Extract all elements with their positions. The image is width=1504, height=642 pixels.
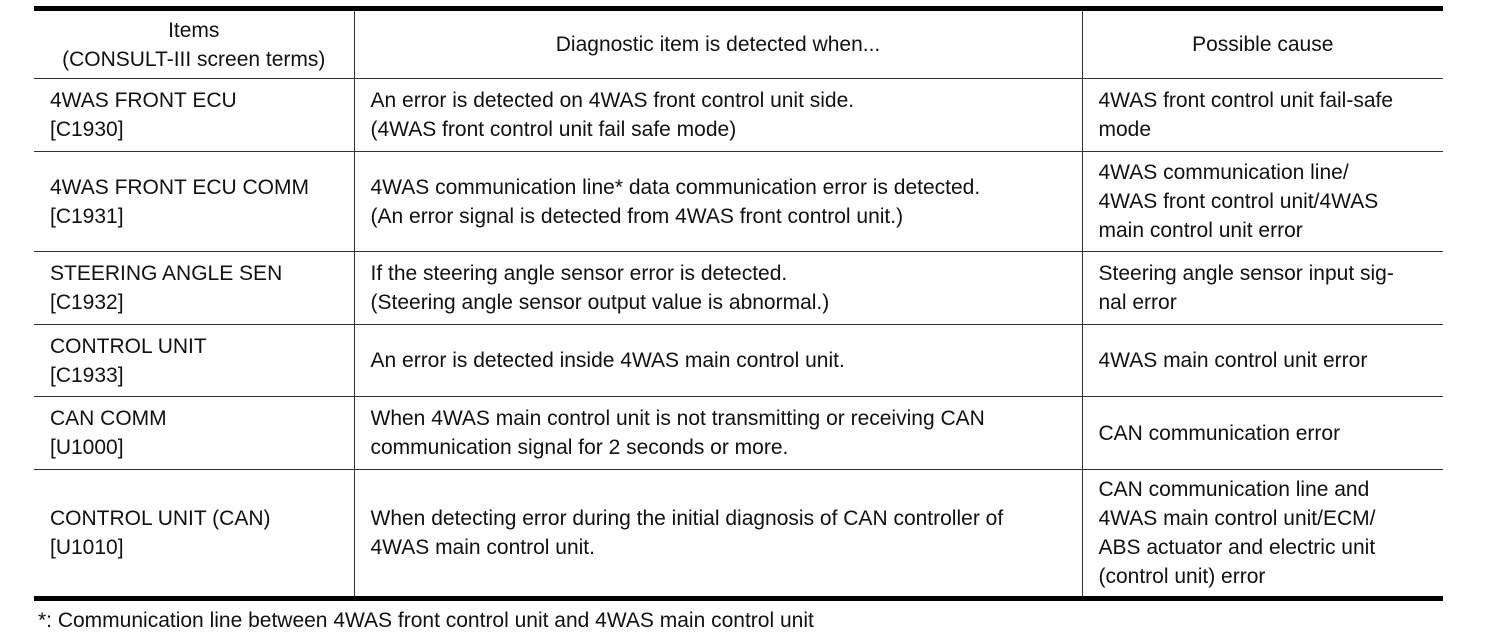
item-name: 4WAS FRONT ECU <box>50 89 237 112</box>
cause-cell: 4WAS communication line/ 4WAS front cont… <box>1081 151 1443 252</box>
detected-line: 4WAS main control unit. <box>370 536 595 559</box>
item-code: [C1931] <box>50 204 124 228</box>
item-cell: CAN COMM [U1000] <box>34 396 355 470</box>
dtc-document: Items (CONSULT-III screen terms) Diagnos… <box>34 6 1443 601</box>
cause-line: 4WAS front control unit fail-safe <box>1098 89 1394 112</box>
cause-line: 4WAS communication line/ <box>1098 161 1349 184</box>
header-cause: Possible cause <box>1081 8 1443 79</box>
item-cell: 4WAS FRONT ECU COMM [C1931] <box>34 151 355 252</box>
detected-line: (Steering angle sensor output value is a… <box>370 291 830 314</box>
cause-line: (control unit) error <box>1098 565 1266 588</box>
table-row: CAN COMM [U1000] When 4WAS main control … <box>34 396 1443 470</box>
cause-line: 4WAS main control unit/ECM/ <box>1098 507 1376 530</box>
detected-line: When detecting error during the initial … <box>370 507 1004 530</box>
item-code: [C1933] <box>50 363 124 387</box>
table-row: STEERING ANGLE SEN [C1932] If the steeri… <box>34 251 1443 325</box>
detected-line: communication signal for 2 seconds or mo… <box>370 436 789 459</box>
detected-line: (An error signal is detected from 4WAS f… <box>370 204 904 228</box>
table-row: 4WAS FRONT ECU [C1930] An error is detec… <box>34 78 1443 152</box>
cause-line: 4WAS main control unit error <box>1098 349 1368 372</box>
header-detected: Diagnostic item is detected when... <box>353 8 1083 79</box>
footnote: *: Communication line between 4WAS front… <box>38 609 814 632</box>
item-cell: CONTROL UNIT [C1933] <box>34 324 355 397</box>
cause-line: CAN communication error <box>1098 421 1341 445</box>
item-code: [C1930] <box>50 118 124 141</box>
item-name: STEERING ANGLE SEN <box>50 262 283 285</box>
item-name: 4WAS FRONT ECU COMM <box>50 175 310 199</box>
table-row: CONTROL UNIT (CAN) [U1010] When detectin… <box>34 469 1443 599</box>
detected-line: An error is detected on 4WAS front contr… <box>370 89 855 112</box>
header-items-subtitle: (CONSULT-III screen terms) <box>62 47 326 71</box>
cause-line: main control unit error <box>1098 219 1303 242</box>
detected-cell: When 4WAS main control unit is not trans… <box>353 396 1083 470</box>
cause-cell: 4WAS front control unit fail-safe mode <box>1081 78 1443 152</box>
cause-line: Steering angle sensor input sig- <box>1098 262 1394 285</box>
item-cell: 4WAS FRONT ECU [C1930] <box>34 78 355 152</box>
item-cell: STEERING ANGLE SEN [C1932] <box>34 251 355 325</box>
item-name: CAN COMM <box>50 407 167 430</box>
detected-cell: When detecting error during the initial … <box>353 469 1083 599</box>
item-name: CONTROL UNIT (CAN) <box>50 507 271 530</box>
detected-cell: An error is detected on 4WAS front contr… <box>353 78 1083 152</box>
item-code: [U1000] <box>50 436 124 459</box>
cause-line: 4WAS front control unit/4WAS <box>1098 190 1379 213</box>
detected-line: 4WAS communication line* data communicat… <box>370 175 981 199</box>
detected-line: If the steering angle sensor error is de… <box>370 262 788 285</box>
detected-cell: 4WAS communication line* data communicat… <box>353 151 1083 252</box>
table-row: 4WAS FRONT ECU COMM [C1931] 4WAS communi… <box>34 151 1443 252</box>
cause-cell: CAN communication error <box>1081 396 1443 470</box>
cause-line: mode <box>1098 118 1152 141</box>
header-items-title: Items <box>168 18 220 42</box>
cause-line: ABS actuator and electric unit <box>1098 536 1376 559</box>
cause-line: nal error <box>1098 291 1177 314</box>
cause-cell: Steering angle sensor input sig- nal err… <box>1081 251 1443 325</box>
cause-line: CAN communication line and <box>1098 478 1370 501</box>
cause-cell: 4WAS main control unit error <box>1081 324 1443 397</box>
item-cell: CONTROL UNIT (CAN) [U1010] <box>34 469 355 599</box>
item-code: [U1010] <box>50 536 124 559</box>
table-header-row: Items (CONSULT-III screen terms) Diagnos… <box>34 8 1443 79</box>
item-code: [C1932] <box>50 291 124 314</box>
dtc-table: Items (CONSULT-III screen terms) Diagnos… <box>34 6 1443 601</box>
detected-cell: An error is detected inside 4WAS main co… <box>353 324 1083 397</box>
detected-cell: If the steering angle sensor error is de… <box>353 251 1083 325</box>
table-row: CONTROL UNIT [C1933] An error is detecte… <box>34 324 1443 397</box>
detected-line: (4WAS front control unit fail safe mode) <box>370 118 737 141</box>
header-items: Items (CONSULT-III screen terms) <box>34 8 355 79</box>
cause-cell: CAN communication line and 4WAS main con… <box>1081 469 1443 599</box>
detected-line: An error is detected inside 4WAS main co… <box>370 349 845 372</box>
item-name: CONTROL UNIT <box>50 334 207 358</box>
detected-line: When 4WAS main control unit is not trans… <box>370 407 985 430</box>
